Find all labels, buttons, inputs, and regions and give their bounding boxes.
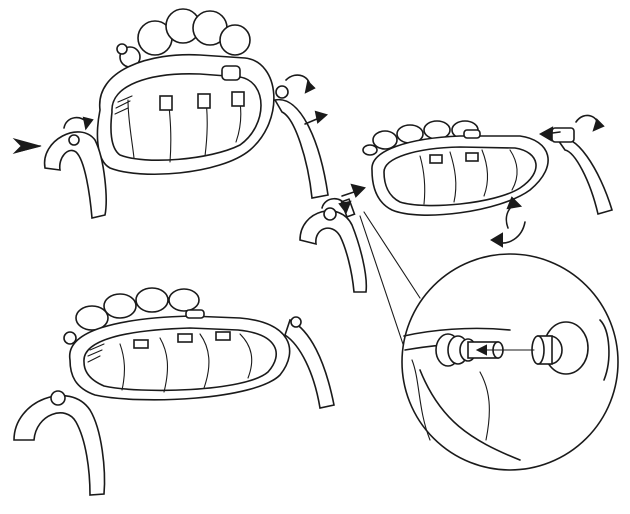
connector-pin <box>531 321 589 375</box>
detail-magnifier <box>401 253 619 471</box>
beads-row-assembled <box>63 287 200 345</box>
magnifier-leader-lower <box>359 215 411 366</box>
keyboard-body-tilted <box>371 129 549 216</box>
keyboard-body-assembled <box>69 309 291 401</box>
magnifier-circle <box>401 253 619 471</box>
left-leg-assembled <box>13 390 106 496</box>
connector-socket <box>435 333 504 367</box>
left-leg <box>43 131 107 219</box>
step-1-panel <box>12 8 329 219</box>
left-leg-attaching <box>299 198 368 293</box>
magnifier-leader-upper <box>363 211 421 299</box>
keyboard-body <box>96 53 275 175</box>
beads-cluster <box>116 8 251 68</box>
right-leg <box>273 85 329 199</box>
step-2-panel <box>299 114 613 366</box>
right-leg-assembled <box>284 316 335 409</box>
step-3-panel <box>13 287 335 496</box>
right-leg-attached <box>551 127 613 215</box>
pull-left-arrow <box>12 138 42 154</box>
